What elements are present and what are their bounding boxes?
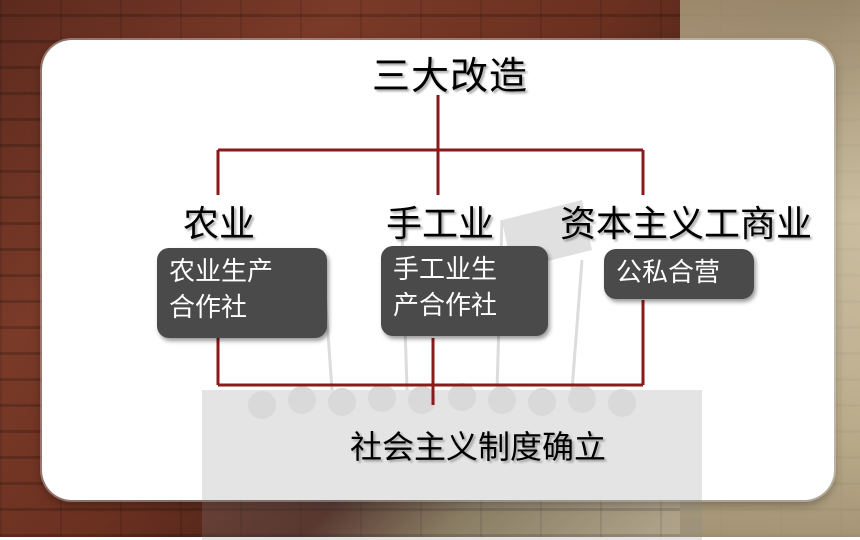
diagram-title: 三大改造 <box>372 54 529 98</box>
result-box-commerce: 公私合营 <box>604 249 754 299</box>
branch-heading-commerce: 资本主义工商业 <box>560 204 813 245</box>
result-box-handicraft: 手工业生 产合作社 <box>381 246 548 336</box>
branch-heading-agriculture: 农业 <box>183 204 256 245</box>
result-line: 公私合营 <box>616 258 721 288</box>
crowd-photo-watermark <box>202 200 702 540</box>
result-box-agriculture: 农业生产 合作社 <box>157 248 327 338</box>
outcome-text: 社会主义制度确立 <box>350 428 607 466</box>
result-line: 合作社 <box>169 293 248 323</box>
branch-heading-handicraft: 手工业 <box>386 204 495 245</box>
result-line: 农业生产 <box>169 257 274 287</box>
result-line: 产合作社 <box>393 291 498 321</box>
result-line: 手工业生 <box>393 255 498 285</box>
